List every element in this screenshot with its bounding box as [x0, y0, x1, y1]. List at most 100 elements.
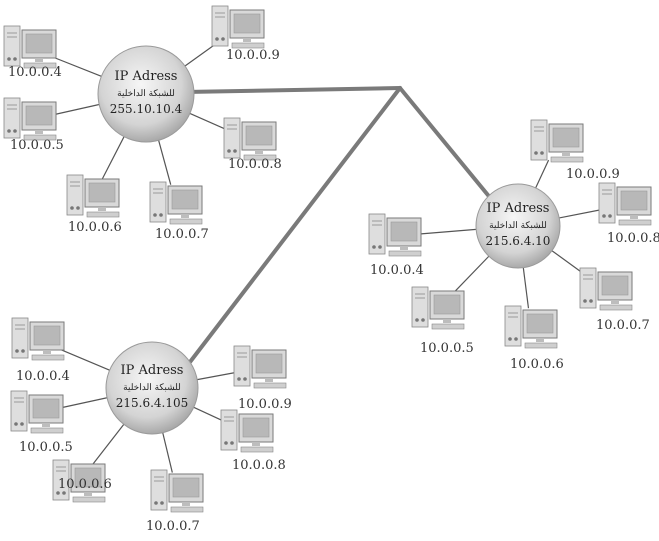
monitor-stand — [630, 215, 638, 219]
host-ip-label: 10.0.0.6 — [510, 357, 564, 372]
computer-icon — [233, 345, 287, 389]
power-led — [230, 441, 234, 445]
power-led — [415, 318, 419, 322]
power-led — [514, 337, 518, 341]
monitor-stand — [181, 214, 189, 218]
computer-icon — [211, 5, 265, 49]
hub-subtitle: للشبكة الداخلية — [117, 89, 175, 99]
computer-icon — [52, 459, 106, 503]
monitor-screen — [433, 294, 461, 315]
power-led — [160, 501, 164, 505]
host-ip-label: 10.0.0.9 — [238, 397, 292, 412]
spoke-link — [158, 140, 172, 185]
monitor-stand — [84, 492, 92, 496]
hub-subtitle: للشبكة الداخلية — [123, 383, 181, 393]
computer-icon — [3, 25, 57, 69]
power-led — [14, 422, 18, 426]
host-ip-label: 10.0.0.8 — [228, 157, 282, 172]
spoke-link — [559, 208, 606, 219]
power-led — [233, 149, 237, 153]
power-led — [540, 151, 544, 155]
tower-case — [504, 305, 522, 347]
monitor-stand — [400, 246, 408, 250]
monitor-screen — [171, 189, 199, 210]
host-ip-label: 10.0.0.9 — [566, 167, 620, 182]
hub-circle — [105, 341, 199, 435]
monitor-screen — [620, 190, 648, 211]
power-led — [62, 491, 66, 495]
computer-icon — [598, 182, 652, 226]
hub-ip-address: 255.10.10.4 — [110, 102, 183, 116]
monitor-stand — [252, 442, 260, 446]
power-led — [56, 491, 60, 495]
power-led — [13, 57, 17, 61]
keyboard — [72, 496, 106, 503]
monitor-screen — [32, 398, 60, 419]
monitor-screen — [74, 467, 102, 488]
monitor-screen — [33, 325, 61, 346]
computer-icon — [220, 409, 274, 453]
spoke-link — [48, 54, 102, 77]
tower-case — [66, 174, 84, 216]
computer-icon — [579, 267, 633, 311]
keyboard — [23, 62, 57, 69]
hub-title: IP Adress — [487, 201, 550, 216]
power-led — [7, 129, 11, 133]
tower-case — [220, 409, 238, 451]
spoke-link — [90, 423, 125, 467]
computer-icon — [66, 174, 120, 218]
keyboard — [231, 42, 265, 49]
keyboard — [170, 506, 204, 513]
host-ip-label: 10.0.0.9 — [226, 48, 280, 63]
host-ip-label: 10.0.0.5 — [19, 440, 73, 455]
computer-icon — [411, 286, 465, 330]
power-led — [237, 377, 241, 381]
monitor-screen — [25, 105, 53, 126]
computer-icon — [3, 97, 57, 141]
monitor-screen — [245, 125, 273, 146]
monitor-screen — [601, 275, 629, 296]
computer-icon — [10, 390, 64, 434]
power-led — [159, 213, 163, 217]
computer-icon — [530, 119, 584, 163]
backbone-link-junction-c — [188, 86, 402, 364]
host-ip-label: 10.0.0.5 — [10, 138, 64, 153]
hub-circle — [475, 183, 561, 269]
computer-icon — [11, 317, 65, 361]
computer-icon — [223, 117, 277, 161]
keyboard — [169, 218, 203, 225]
power-led — [589, 299, 593, 303]
power-led — [583, 299, 587, 303]
keyboard — [240, 446, 274, 453]
monitor-stand — [562, 152, 570, 156]
keyboard — [243, 154, 277, 161]
power-led — [221, 37, 225, 41]
tower-case — [579, 267, 597, 309]
spoke-link — [49, 103, 100, 117]
host-ip-label: 10.0.0.7 — [155, 227, 209, 242]
spoke-link — [56, 347, 110, 371]
tower-case — [233, 345, 251, 387]
keyboard — [253, 382, 287, 389]
monitor-stand — [43, 350, 51, 354]
power-led — [608, 214, 612, 218]
power-led — [378, 245, 382, 249]
backbone-link-a-junction — [183, 86, 402, 94]
power-led — [227, 149, 231, 153]
keyboard — [388, 250, 422, 257]
spoke-link — [414, 228, 477, 235]
power-led — [508, 337, 512, 341]
keyboard — [86, 211, 120, 218]
hub-title: IP Adress — [115, 69, 178, 84]
tower-case — [3, 97, 21, 139]
tower-case — [3, 25, 21, 67]
keyboard — [30, 427, 64, 434]
monitor-screen — [242, 417, 270, 438]
spoke-link — [56, 397, 108, 410]
host-ip-label: 10.0.0.8 — [232, 458, 286, 473]
monitor-screen — [25, 33, 53, 54]
host-ip-label: 10.0.0.6 — [58, 477, 112, 492]
tower-case — [411, 286, 429, 328]
